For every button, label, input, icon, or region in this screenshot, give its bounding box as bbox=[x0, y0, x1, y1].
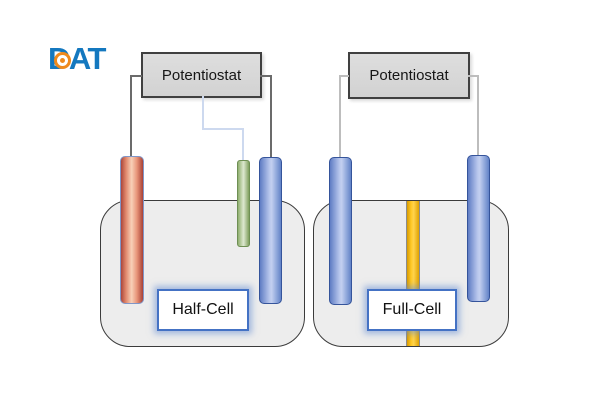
wire-blue-electrode-horizontal bbox=[260, 75, 272, 77]
wire-red-electrode-vertical bbox=[130, 75, 132, 157]
potentiostat-box-full-cell: Potentiostat bbox=[348, 52, 470, 99]
blue-electrode-half-cell bbox=[259, 157, 282, 304]
full-cell-label: Full-Cell bbox=[382, 301, 442, 318]
reference-electrode bbox=[237, 160, 250, 247]
wire-full-right-horizontal bbox=[468, 75, 479, 77]
potentiostat-label-full: Potentiostat bbox=[369, 67, 449, 84]
red-electrode bbox=[120, 156, 144, 304]
target-icon-dot bbox=[60, 58, 65, 63]
wire-reference-electrode-drop bbox=[202, 96, 204, 130]
potentiostat-label-half: Potentiostat bbox=[161, 66, 242, 84]
wire-blue-electrode-vertical bbox=[270, 75, 272, 158]
half-cell-label: Half-Cell bbox=[172, 301, 234, 318]
blue-electrode-full-left bbox=[329, 157, 352, 305]
wire-reference-electrode-tail bbox=[242, 128, 244, 162]
wire-full-right-vertical bbox=[477, 75, 479, 156]
wire-red-electrode-horizontal bbox=[130, 75, 142, 77]
wire-reference-electrode-run bbox=[202, 128, 244, 130]
target-icon bbox=[54, 52, 71, 69]
full-cell-label-box: Full-Cell bbox=[367, 289, 457, 331]
dat-logo: DAT bbox=[48, 42, 123, 78]
blue-electrode-full-right bbox=[467, 155, 490, 302]
wire-full-left-horizontal bbox=[339, 75, 349, 77]
half-cell-label-box: Half-Cell bbox=[157, 289, 249, 331]
potentiostat-box-half-cell: Potentiostat bbox=[141, 52, 262, 98]
wire-full-left-vertical bbox=[339, 75, 341, 158]
